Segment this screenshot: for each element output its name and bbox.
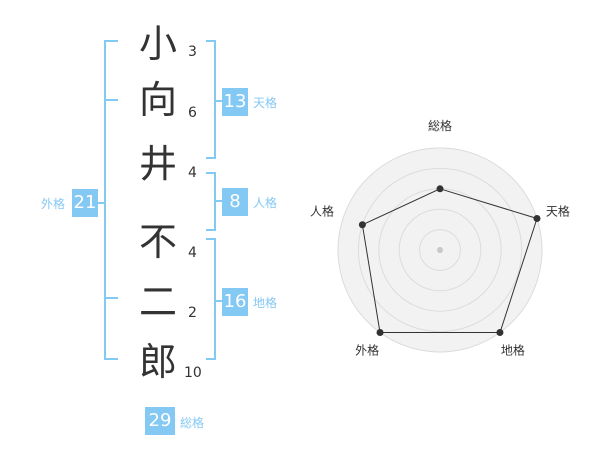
- kanji-1: 小: [138, 22, 177, 66]
- radar-point-4: [376, 329, 384, 337]
- chikaku-badge: 16: [222, 288, 248, 316]
- radar-grid-ring-1: [419, 229, 461, 271]
- radar-grid-ring-5: [337, 147, 543, 353]
- chikaku-label: 地格: [253, 296, 278, 310]
- soukaku-label: 総格: [180, 416, 205, 430]
- radar-axis-label-2: 天格: [546, 204, 570, 219]
- soukaku-badge: 29: [145, 407, 175, 435]
- kanji-4: 不: [138, 220, 177, 264]
- stroke-count-6: 10: [184, 365, 202, 381]
- radar-point-5: [358, 221, 366, 229]
- radar-series-polygon: [361, 188, 538, 333]
- kanji-3: 井: [138, 142, 177, 186]
- radar-point-1: [436, 185, 444, 193]
- stroke-count-5: 2: [188, 305, 197, 321]
- kanji-6: 郎: [138, 340, 177, 384]
- radar-axis-label-5: 人格: [310, 204, 334, 219]
- tenkaku-label: 天格: [253, 96, 278, 110]
- stroke-count-4: 4: [188, 245, 197, 261]
- jinkaku-label: 人格: [253, 196, 278, 210]
- gaikaku-label: 外格: [41, 197, 66, 211]
- radar-axis-label-1: 総格: [428, 118, 452, 133]
- chikaku-bracket: [206, 238, 216, 360]
- radar-grid-ring-4: [357, 167, 523, 333]
- jinkaku-badge: 8: [222, 188, 248, 216]
- tenkaku-badge: 13: [222, 88, 248, 116]
- gaikaku-badge: 21: [72, 189, 98, 217]
- tenkaku-bracket: [206, 40, 216, 159]
- radar-point-3: [496, 329, 504, 337]
- radar-axis-label-3: 地格: [501, 342, 525, 357]
- kanji-2: 向: [138, 78, 177, 122]
- stroke-count-1: 3: [188, 44, 197, 60]
- radar-axis-label-4: 外格: [355, 342, 379, 357]
- gaikaku-bracket: [104, 40, 118, 360]
- stroke-count-3: 4: [188, 165, 197, 181]
- stroke-count-2: 6: [188, 105, 197, 121]
- kanji-5: 二: [138, 280, 177, 324]
- radar-point-2: [533, 214, 541, 222]
- radar-center-dot: [437, 247, 443, 253]
- radar-grid-ring-2: [398, 208, 482, 292]
